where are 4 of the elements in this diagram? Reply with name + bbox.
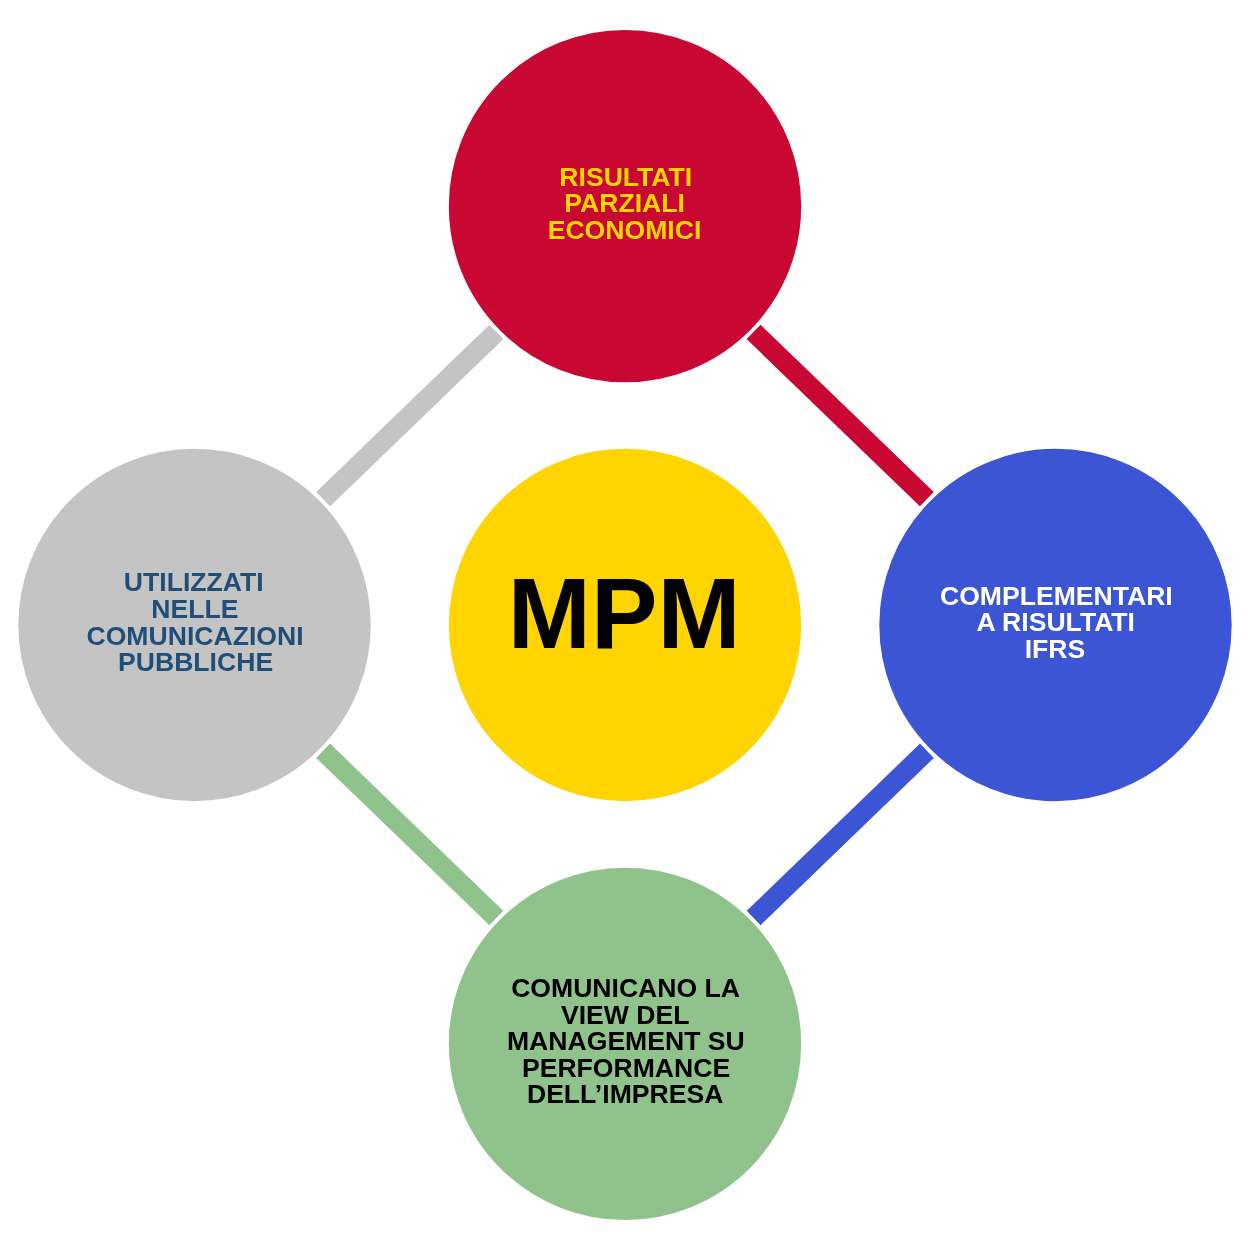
connector [316, 324, 504, 506]
connector [746, 743, 934, 925]
connector [746, 324, 934, 506]
connector [316, 743, 504, 925]
